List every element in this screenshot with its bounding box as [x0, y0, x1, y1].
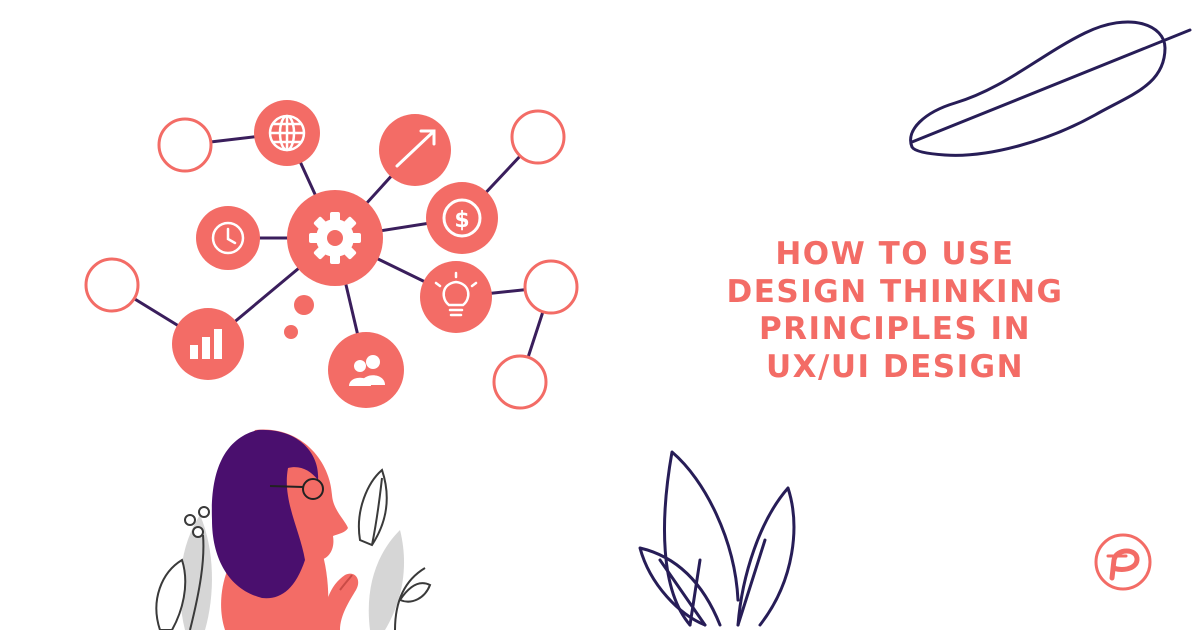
dollar-icon: $: [426, 182, 498, 254]
title-line: HOW TO USE: [775, 236, 1015, 272]
thinking-person-illustration: [211, 429, 359, 630]
lightbulb-icon: [420, 261, 492, 333]
brand-logo-icon: [1094, 533, 1152, 591]
leaves-outline-decoration: [638, 450, 796, 627]
empty-node: [157, 117, 213, 173]
title-line: DESIGN THINKING: [726, 273, 1064, 310]
plant-decoration: [155, 468, 432, 630]
empty-node: [84, 257, 140, 313]
arrow-up-right-icon: [379, 114, 451, 186]
page-title: HOW TO USE DESIGN THINKING PRINCIPLES IN…: [700, 236, 1090, 386]
title-line: UX/UI DESIGN: [765, 348, 1025, 385]
leaf-outline-decoration: [909, 20, 1192, 157]
svg-text:$: $: [454, 208, 469, 233]
empty-node: [510, 109, 566, 165]
bar-chart-icon: [172, 308, 244, 380]
empty-node: [523, 259, 579, 315]
clock-icon: [196, 206, 260, 270]
title-line: PRINCIPLES IN: [758, 311, 1032, 347]
users-icon: [328, 332, 404, 408]
gear-icon: [287, 190, 383, 286]
thought-dot: [284, 325, 298, 339]
thought-dot: [294, 295, 314, 315]
globe-icon: [254, 100, 320, 166]
empty-node: [492, 354, 548, 410]
